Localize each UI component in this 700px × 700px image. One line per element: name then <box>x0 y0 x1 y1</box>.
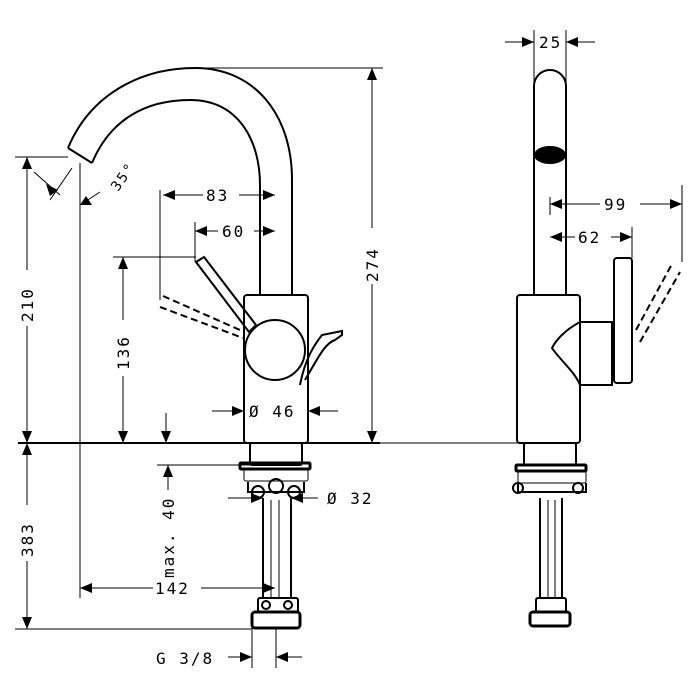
side-spout <box>533 69 567 295</box>
dimension-62: 62 <box>550 227 633 258</box>
dim-274-label: 274 <box>363 247 382 282</box>
dim-142-label: 142 <box>155 579 190 598</box>
dim-210-label: 210 <box>18 287 37 322</box>
dim-136-label: 136 <box>114 335 133 370</box>
mounting-hardware <box>238 442 312 630</box>
side-view: 25 99 62 <box>505 30 683 628</box>
dim-angle-label: 35° <box>108 159 139 194</box>
dimension-136: 136 <box>113 256 196 443</box>
dimension-max-40: max. 40 <box>157 464 250 592</box>
aerator-outlet <box>534 146 566 164</box>
dimension-99: 99 <box>549 185 683 262</box>
lever-alternate-position <box>159 295 244 339</box>
dimension-274: 274 <box>200 67 384 443</box>
side-lever-alternate <box>635 263 681 343</box>
dim-62-label: 62 <box>578 228 601 247</box>
lever-handle <box>194 255 343 386</box>
front-view: 274 210 35° 83 <box>15 66 520 668</box>
dim-25-label: 25 <box>539 33 562 52</box>
dim-thread-label: G 3/8 <box>156 649 214 668</box>
dim-60-label: 60 <box>222 222 245 241</box>
dimension-thread: G 3/8 <box>156 628 302 668</box>
dimension-60: 60 <box>194 221 275 262</box>
dim-383-label: 383 <box>18 522 37 557</box>
dimension-25: 25 <box>505 30 595 86</box>
dimension-diameter-46: Ø 46 <box>212 402 338 421</box>
dim-max-40-label: max. 40 <box>159 497 178 578</box>
dimension-142: 142 <box>79 163 275 598</box>
dimension-angle: 35° <box>33 159 139 206</box>
spout <box>67 66 293 295</box>
dimension-210: 210 <box>15 156 68 443</box>
dimension-diameter-32: Ø 32 <box>228 489 374 508</box>
dim-83-label: 83 <box>206 186 229 205</box>
dim-32-label: Ø 32 <box>327 489 374 508</box>
side-mounting-hardware <box>512 442 588 628</box>
dimension-383: 383 <box>15 443 252 630</box>
dim-46-label: Ø 46 <box>249 402 296 421</box>
dimension-83: 83 <box>159 185 275 300</box>
side-lever <box>613 257 633 384</box>
side-body <box>516 294 613 444</box>
dim-99-label: 99 <box>604 195 627 214</box>
